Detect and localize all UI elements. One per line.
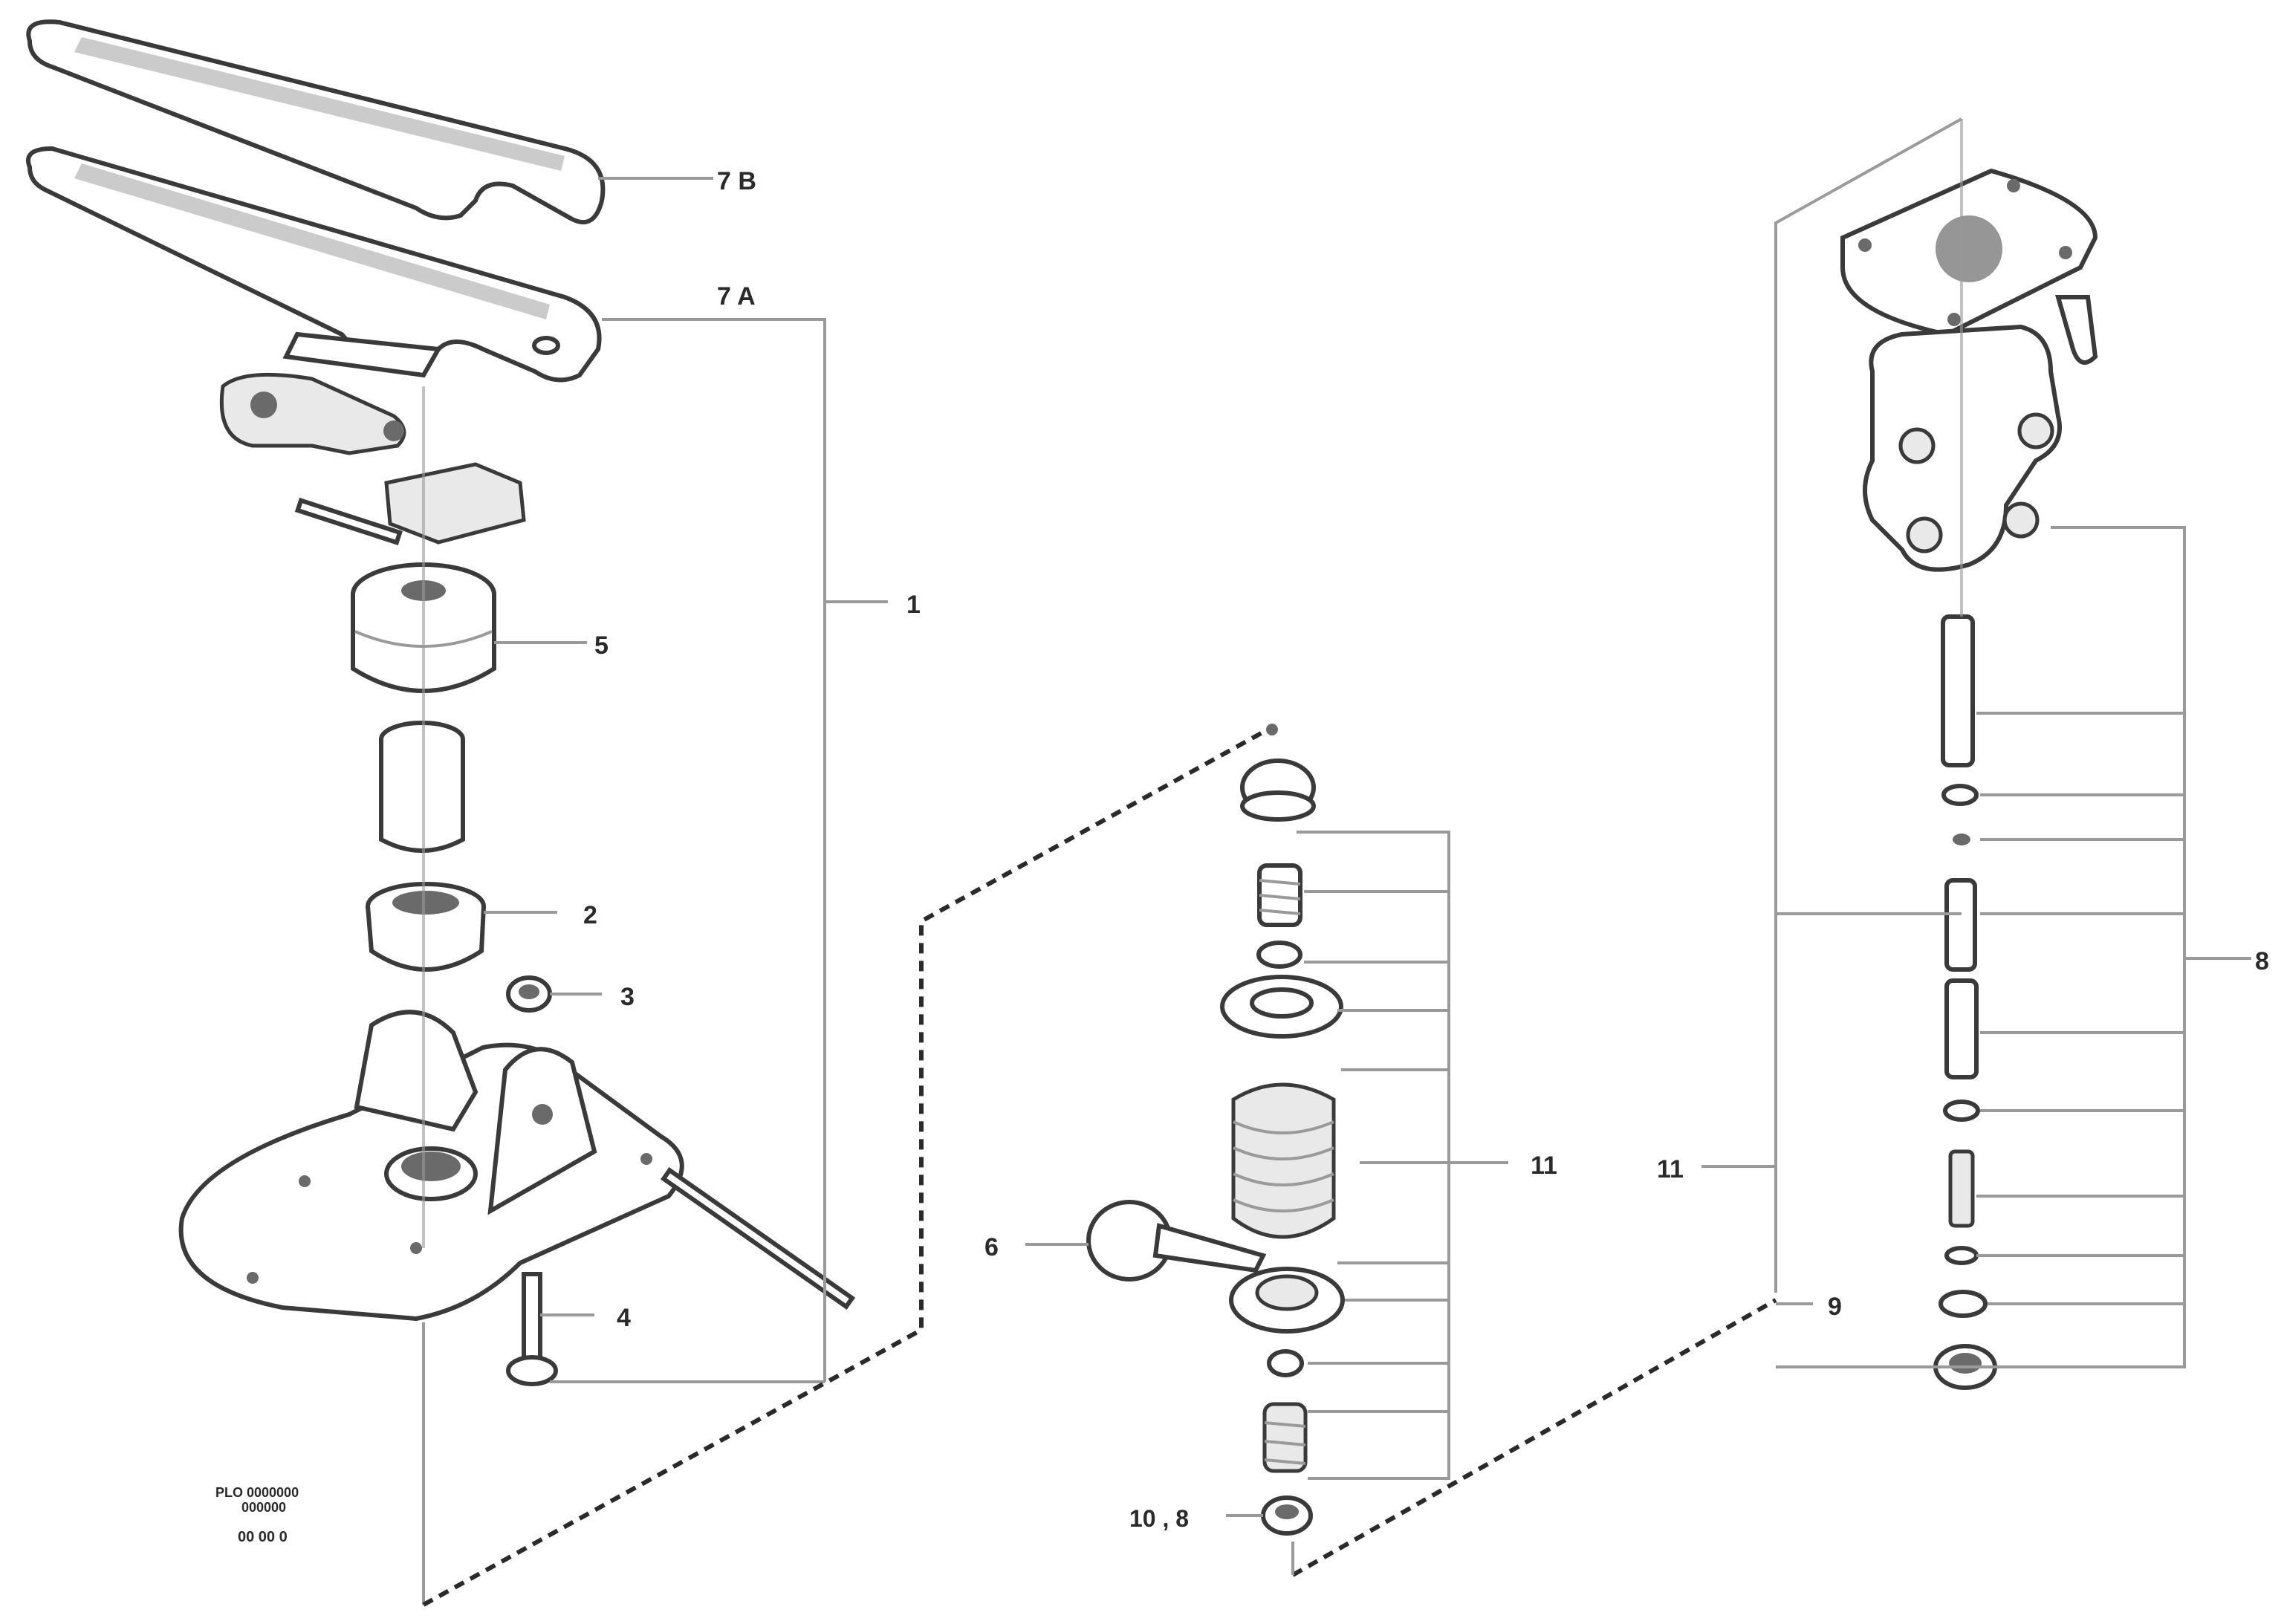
nut-3	[506, 975, 552, 1013]
caption-line-2: 000000	[241, 1500, 286, 1515]
callout-6: 6	[984, 1233, 999, 1261]
bolt-4	[506, 1272, 558, 1386]
lever-bracket	[219, 372, 406, 455]
caption-line-1: PLO 0000000	[215, 1485, 299, 1500]
left-assembly: 7 B 7 A 1 5 2 3 4 PLO 0000000 000000 00 …	[26, 19, 1272, 1607]
caption-line-3: 00 00 0	[238, 1529, 288, 1545]
callout-2: 2	[583, 901, 597, 929]
small-spring	[1257, 863, 1302, 927]
lower-spring	[1262, 1402, 1308, 1473]
callout-5: 5	[594, 631, 609, 660]
callout-9: 9	[1828, 1293, 1842, 1321]
middle-assembly: 11 6 10 , 8	[984, 724, 1777, 1577]
bushing-2	[366, 882, 486, 972]
callout-1: 1	[906, 591, 921, 619]
callout-4: 4	[617, 1304, 631, 1332]
leader-ticks-right	[1976, 712, 2184, 1305]
leader-7a	[602, 318, 826, 1382]
leader-bracket-8	[1776, 526, 2186, 1368]
callout-11-middle: 11	[1531, 1152, 1557, 1180]
lever-7b	[26, 19, 606, 224]
frame-right-left	[1774, 117, 1962, 1293]
cam-block	[384, 462, 526, 545]
dashed-link-left	[422, 726, 1272, 1607]
callout-3: 3	[620, 983, 635, 1011]
callout-7b: 7 B	[717, 167, 756, 195]
leader-bracket-middle	[1297, 831, 1450, 1480]
dashed-link-right	[1291, 1298, 1777, 1577]
callout-7a: 7 A	[717, 282, 756, 311]
base-plate	[178, 1010, 856, 1322]
large-spring-11	[1231, 1082, 1336, 1239]
callout-11-right: 11	[1657, 1155, 1684, 1183]
callout-8: 8	[2255, 947, 2269, 975]
right-assembly: 8 11 9	[1657, 117, 2269, 1390]
disc-6	[1086, 1200, 1267, 1282]
leader-ticks-middle	[1304, 890, 1449, 1413]
spacer-plate	[282, 331, 442, 378]
valve-stem	[1941, 614, 1975, 767]
callout-10-8: 10 , 8	[1129, 1505, 1189, 1532]
lever-7a	[26, 146, 602, 383]
